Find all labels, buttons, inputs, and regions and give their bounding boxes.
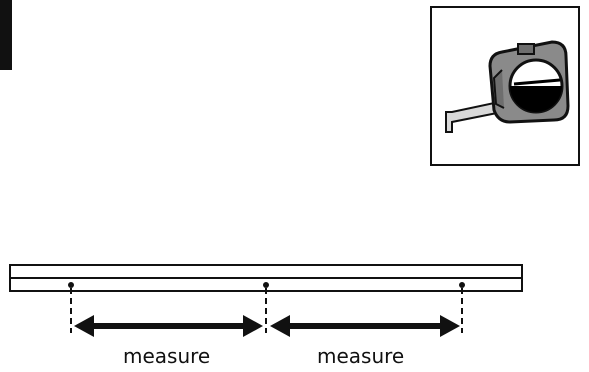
corner-tab	[0, 0, 12, 70]
tape-measure-frame	[430, 6, 580, 166]
marker-point-3	[459, 282, 465, 288]
measure-arrow-right	[270, 315, 460, 337]
measure-arrow-left	[74, 315, 263, 337]
marker-point-1	[68, 282, 74, 288]
measure-label-left: measure	[123, 344, 211, 368]
tape-measure-icon	[445, 40, 570, 133]
measure-label-right: measure	[317, 344, 405, 368]
marker-point-2	[263, 282, 269, 288]
